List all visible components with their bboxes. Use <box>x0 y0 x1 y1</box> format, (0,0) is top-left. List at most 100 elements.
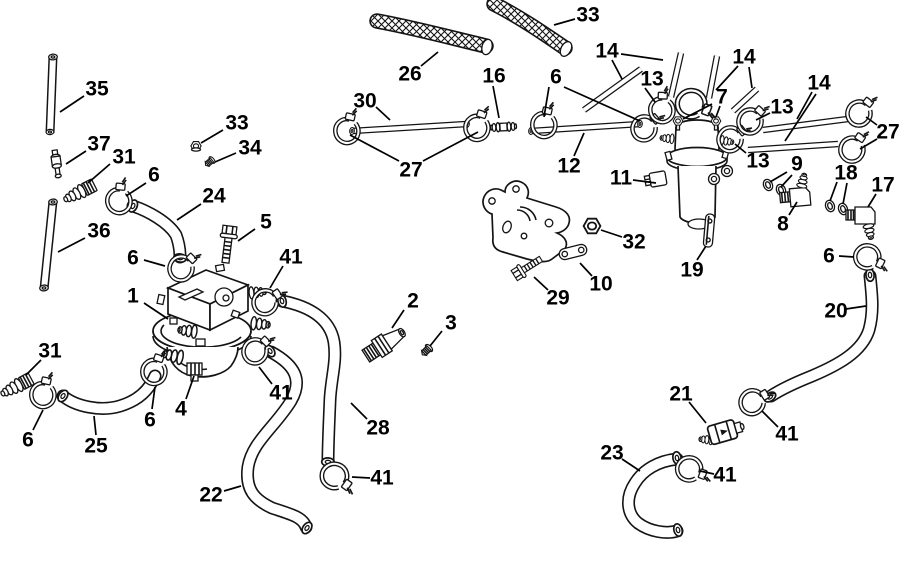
callout-leader-14 <box>796 91 813 120</box>
callout-label-32: 32 <box>622 231 645 254</box>
callout-leader-27 <box>422 131 479 162</box>
callout-leader-6 <box>32 409 44 431</box>
callout-leader-36 <box>57 237 86 253</box>
callout-leader-14 <box>620 53 664 61</box>
callout-label-6: 6 <box>144 409 156 432</box>
callout-leader-12 <box>573 132 585 157</box>
callout-label-6: 6 <box>550 66 562 89</box>
pump-base-4 <box>186 362 203 382</box>
callout-leader-5 <box>237 228 256 242</box>
tube-35 <box>45 54 59 135</box>
callout-leader-9 <box>769 171 788 183</box>
bolt-5 <box>216 224 240 265</box>
hose-20 <box>761 267 874 405</box>
tube-14-a <box>582 66 643 113</box>
callout-label-7: 7 <box>716 86 728 109</box>
callout-leader-6 <box>143 259 166 267</box>
tube-36 <box>38 199 59 292</box>
callout-label-4: 4 <box>175 398 187 421</box>
braided-hose-33 <box>494 4 574 57</box>
clamp-41-e <box>675 454 710 486</box>
callout-label-17: 17 <box>871 174 894 197</box>
callout-label-12: 12 <box>557 155 580 178</box>
callout-label-16: 16 <box>482 65 505 88</box>
callout-label-6: 6 <box>823 245 835 268</box>
clamp-41-c <box>320 463 355 495</box>
callout-leader-10 <box>579 262 593 277</box>
callout-leader-41 <box>699 470 715 475</box>
callout-label-41: 41 <box>775 423 799 446</box>
fitting-2 <box>361 327 406 363</box>
hose-22 <box>247 342 315 537</box>
callout-label-13: 13 <box>746 150 769 173</box>
callout-leader-6 <box>125 182 147 197</box>
callout-label-10: 10 <box>589 273 612 296</box>
callout-label-8: 8 <box>777 213 789 236</box>
callout-label-14: 14 <box>807 72 831 95</box>
tube-14-e <box>762 115 849 134</box>
plate-19 <box>702 213 716 248</box>
callout-label-36: 36 <box>87 220 110 243</box>
tube-14-c <box>705 55 721 99</box>
clamp-27-b <box>462 106 495 142</box>
mounting-bracket <box>482 180 571 263</box>
callout-label-6: 6 <box>148 164 160 187</box>
clamp-6-g <box>854 244 887 274</box>
callout-label-14: 14 <box>595 40 619 63</box>
callout-leader-31 <box>87 163 111 184</box>
callout-leader-18 <box>829 181 838 202</box>
nut-33-small <box>190 141 202 152</box>
callout-leader-9 <box>780 174 793 188</box>
callout-leader-26 <box>420 51 439 67</box>
callout-leader-30 <box>375 106 391 121</box>
tube-14-b <box>667 52 685 98</box>
callout-leader-20 <box>845 305 867 310</box>
callout-leader-6 <box>838 255 855 258</box>
callout-label-41: 41 <box>279 246 303 269</box>
callout-label-34: 34 <box>238 137 262 160</box>
callout-leader-7 <box>715 105 721 118</box>
callout-leader-27 <box>865 116 878 126</box>
callout-label-28: 28 <box>366 417 390 440</box>
callout-leader-35 <box>59 95 85 113</box>
screw-3 <box>420 343 434 357</box>
check-valve-21 <box>698 419 745 446</box>
fitting-7-right <box>710 116 722 131</box>
callout-leader-24 <box>176 203 202 221</box>
callout-leader-28 <box>350 402 368 420</box>
callout-leader-18 <box>842 182 848 205</box>
primer-solenoid <box>643 116 736 230</box>
callout-leader-6 <box>151 386 156 410</box>
callout-label-18: 18 <box>834 162 858 185</box>
callout-leader-16 <box>492 85 500 119</box>
callout-leader-1 <box>143 302 169 320</box>
tube-12 <box>527 119 644 136</box>
callout-leader-34 <box>214 152 237 163</box>
callout-label-9: 9 <box>791 153 803 176</box>
callout-leader-32 <box>600 229 623 238</box>
callout-leader-14 <box>784 93 817 142</box>
braided-hose-26 <box>377 21 494 56</box>
fuel-pump-assembly <box>152 263 272 382</box>
callout-leader-8 <box>788 201 798 216</box>
callout-label-23: 23 <box>600 442 623 465</box>
callout-leader-41 <box>269 265 284 289</box>
callout-label-33: 33 <box>225 112 248 135</box>
callout-leader-13 <box>734 143 747 154</box>
elbow-fitting-17 <box>845 206 878 242</box>
callout-leader-33 <box>553 18 576 26</box>
o-ring-18-a <box>823 198 837 214</box>
callout-leader-29 <box>533 276 549 291</box>
nut-32 <box>582 217 602 235</box>
callout-leader-21 <box>688 401 707 424</box>
pump-port-right-lower <box>249 315 272 333</box>
callout-label-41: 41 <box>269 382 293 405</box>
hose-25 <box>55 376 155 408</box>
callout-leader-7 <box>682 103 713 120</box>
callout-label-27: 27 <box>399 159 422 182</box>
tube-14-f <box>747 140 839 154</box>
callout-label-1: 1 <box>127 285 139 308</box>
callout-label-13: 13 <box>770 96 793 119</box>
screw-34 <box>204 156 216 168</box>
